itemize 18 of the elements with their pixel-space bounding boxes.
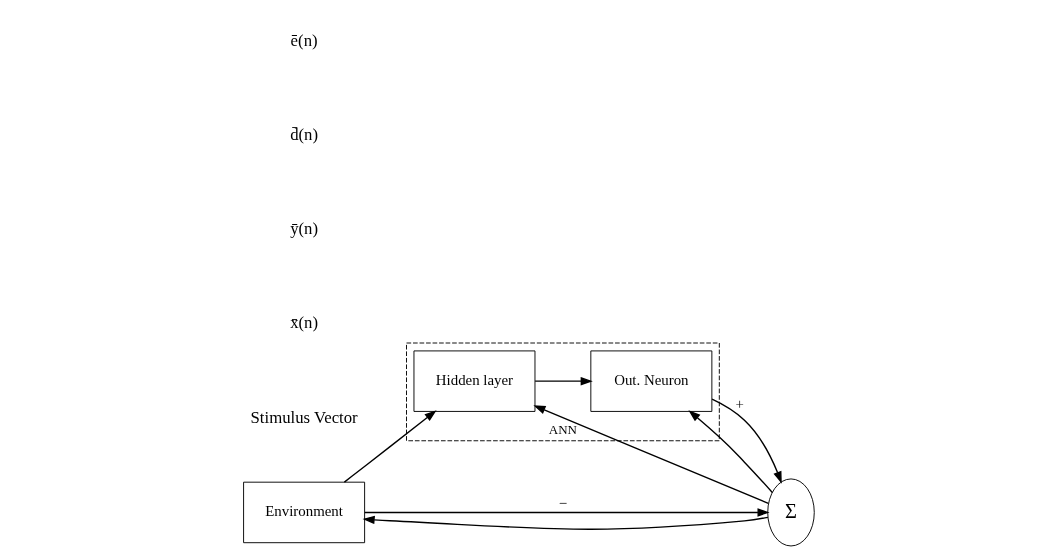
- arrow: [362, 515, 769, 530]
- arrow: [688, 410, 773, 494]
- arrow: [711, 398, 782, 484]
- label: d̄(n): [290, 125, 319, 145]
- label: ē(n): [290, 31, 318, 51]
- arrow: [533, 405, 770, 505]
- node-box: Out. Neuron: [590, 350, 713, 412]
- arrow: [343, 410, 437, 483]
- arrow: [364, 508, 770, 517]
- node-box: Hidden layer: [413, 350, 536, 412]
- label: ȳ(n): [290, 219, 319, 239]
- edge-label: +: [735, 395, 744, 412]
- label: Stimulus Vector: [250, 407, 358, 427]
- arrow: [534, 376, 593, 386]
- edge-label: −: [558, 494, 568, 511]
- label: x̄(n): [290, 313, 319, 333]
- node-box: Environment: [243, 481, 366, 544]
- node-ellipse: Σ: [767, 478, 815, 547]
